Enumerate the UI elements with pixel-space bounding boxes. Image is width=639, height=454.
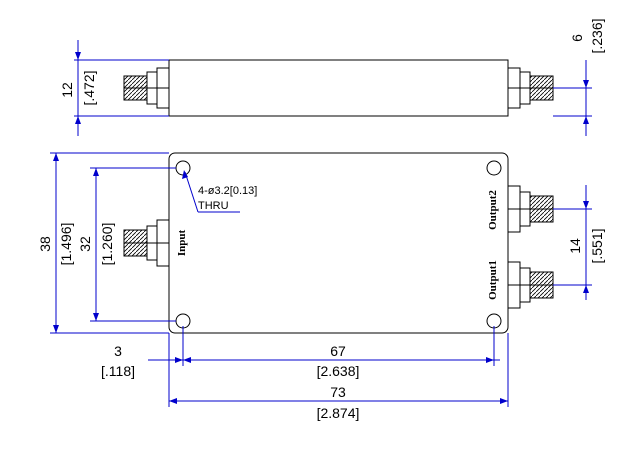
mounting-hole	[486, 313, 502, 329]
hole-spacing-h-dim-inch: [2.638]	[317, 363, 360, 379]
side-connector-dim-inch: [.236]	[589, 18, 605, 53]
side-height-dim-inch: [.472]	[81, 70, 97, 105]
mounting-hole	[175, 160, 191, 176]
top-view	[123, 152, 554, 334]
hole-spacing-v-dim-inch: [1.260]	[99, 223, 115, 266]
overall-height-dim-inch: [1.496]	[58, 223, 74, 266]
output-spacing-dim: 14	[567, 238, 583, 254]
output2-connector	[507, 185, 554, 233]
side-view	[123, 59, 554, 117]
side-body	[168, 59, 509, 117]
top-body	[168, 152, 509, 334]
output-spacing-dim-inch: [.551]	[589, 228, 605, 263]
mounting-hole	[486, 160, 502, 176]
side-left-connector	[123, 67, 170, 109]
output1-label: Output1	[487, 260, 499, 300]
side-right-connector	[507, 67, 554, 109]
output1-connector	[507, 261, 554, 309]
side-connector-dim: 6	[569, 34, 585, 42]
hole-spacing-h-dim: 67	[330, 343, 346, 359]
output2-label: Output2	[487, 190, 499, 230]
mounting-hole	[175, 313, 191, 329]
input-label: Input	[176, 230, 188, 257]
hole-note-size: 4-ø3.2[0.13]	[198, 185, 257, 197]
hole-offset-dim: 3	[114, 343, 122, 359]
side-height-dim: 12	[59, 82, 75, 98]
hole-offset-dim-inch: [.118]	[101, 363, 135, 379]
overall-length-dim-inch: [2.874]	[317, 405, 360, 421]
overall-length-dim: 73	[330, 384, 346, 400]
input-connector	[123, 219, 170, 267]
hole-note-thru: THRU	[198, 200, 229, 212]
hole-spacing-v-dim: 32	[77, 236, 93, 252]
overall-height-dim: 38	[37, 236, 53, 252]
